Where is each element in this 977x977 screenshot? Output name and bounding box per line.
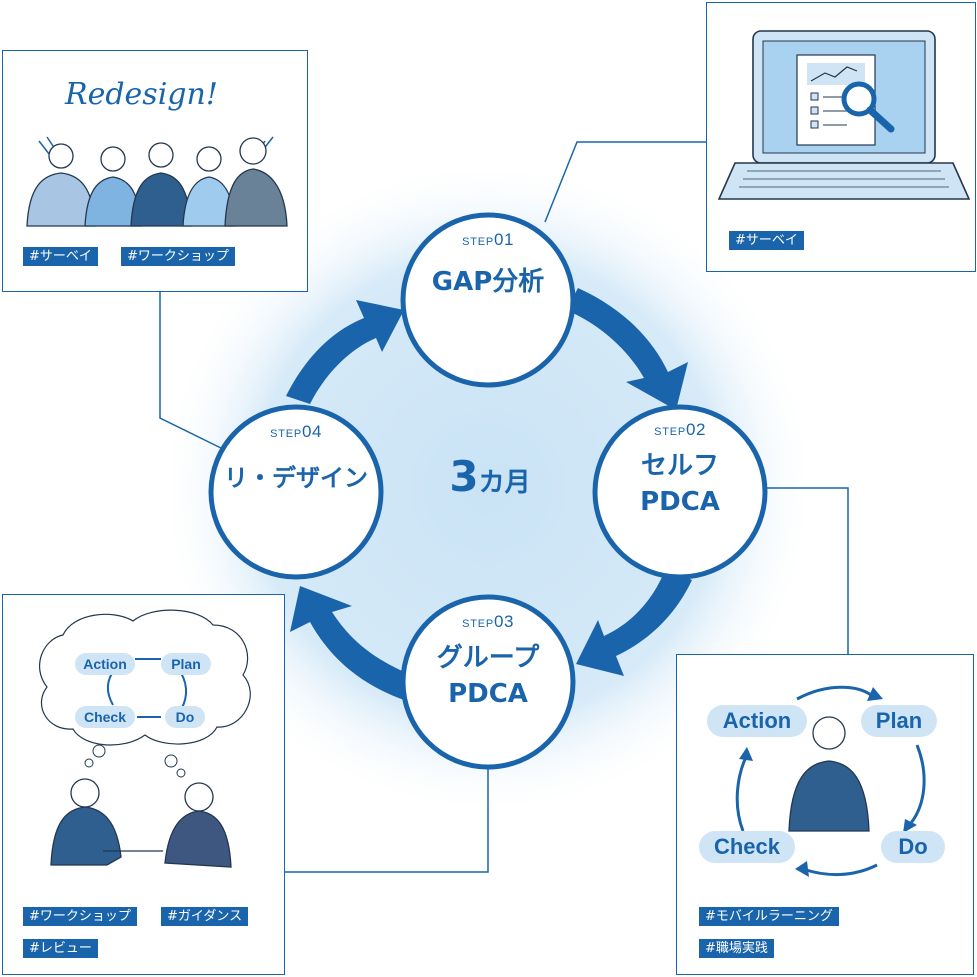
tag-workplace-practice: #職場実践 [699,939,774,958]
magnifier-icon [841,81,877,117]
group-cycle-do: Do [165,706,205,728]
group-cycle-check: Check [75,706,135,728]
step01-label: STEP01 [462,230,514,249]
duration-number: 3 [449,452,479,501]
step01-text: STEP01 GAP分析 [403,230,573,300]
laptop-illustration [717,30,971,200]
panel-self-pdca: Action Plan Do Check #モバイルラーニング #職場実践 [676,654,974,975]
self-pdca-illustration [735,685,926,877]
arrow-step04-to-01 [286,300,404,404]
tag-mobile-learning: #モバイルラーニング [699,907,839,926]
step02-title-line2: PDCA [640,487,720,517]
group-cycle-plan: Plan [161,653,211,675]
team-illustration [26,136,288,227]
connector-step03 [285,760,489,873]
step02-text: STEP02 セルフ PDCA [595,420,765,520]
background-glow [158,158,818,818]
tag-guidance: #ガイダンス [161,907,249,926]
self-cycle-action: Action [707,705,807,737]
tag-workshop: #ワークショップ [121,247,235,266]
panel-survey: #サーベイ [706,2,976,272]
step04-label: STEP04 [270,422,322,441]
step01-title: GAP分析 [431,267,545,297]
redesign-heading: Redesign! [65,77,218,112]
step03-title-line2: PDCA [448,679,528,709]
step03-label: STEP03 [462,612,514,631]
arrow-step03-to-04 [290,586,414,700]
tag-workshop-2: #ワークショップ [23,907,137,926]
step04-title: リ・デザイン [224,464,368,492]
step02-title-line1: セルフ [640,451,719,481]
connector-step04 [159,292,226,451]
step03-title-line1: グループ [436,643,540,673]
step02-label: STEP02 [654,420,706,439]
self-cycle-check: Check [699,831,795,863]
panel-group-pdca: Action Plan Do Check #ワークショップ #ガイダンス #レビ… [2,594,285,975]
step04-circle [208,404,384,580]
connector-step02 [767,487,849,654]
panel-redesign: Redesign! #サーベイ #ワークショップ [2,50,308,292]
arrow-step02-to-03 [576,568,692,676]
step01-circle [400,212,576,388]
self-cycle-plan: Plan [861,705,937,737]
duration-label: 3カ月 [400,452,580,501]
group-cycle-action: Action [75,653,135,675]
step04-text: STEP04 リ・デザイン [211,422,381,496]
step03-circle [400,594,576,770]
self-cycle-do: Do [881,831,945,863]
arrow-step01-to-02 [566,288,688,410]
duration-unit: カ月 [478,468,531,498]
tag-review: #レビュー [23,939,98,958]
step02-circle [592,404,768,580]
tag-survey-2: #サーベイ [729,231,804,250]
connector-step01 [544,141,706,223]
step03-text: STEP03 グループ PDCA [403,612,573,712]
tag-survey: #サーベイ [23,247,98,266]
